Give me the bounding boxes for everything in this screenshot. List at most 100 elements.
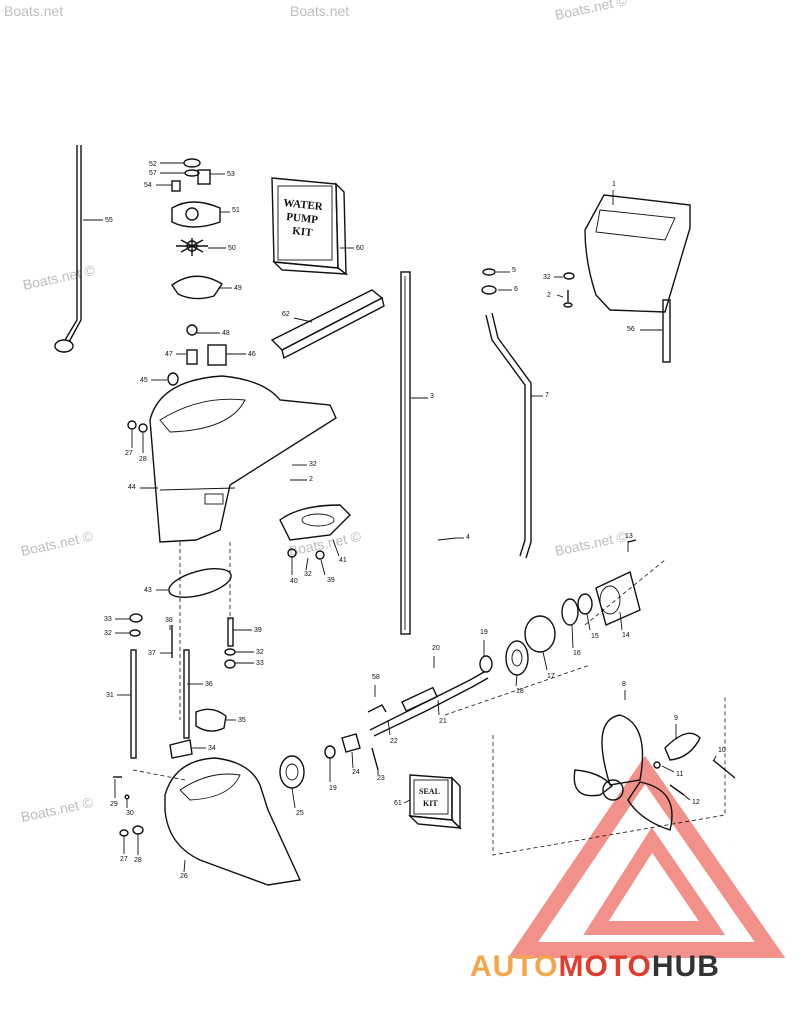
watermark: Boats.net <box>290 3 349 19</box>
callout-number: 58 <box>372 674 380 681</box>
callout-leader <box>387 719 391 736</box>
callout-number: 61 <box>394 800 402 807</box>
callout-number: 35 <box>238 717 246 724</box>
watermark: Boats.net © <box>553 0 629 23</box>
callout-number: 41 <box>339 557 347 564</box>
callout-leader <box>542 651 548 671</box>
callout-number: 27 <box>125 450 133 457</box>
callout-number: 43 <box>144 587 152 594</box>
pinion-gear-group <box>279 733 379 789</box>
callout-number: 62 <box>282 311 290 318</box>
callout-leader <box>586 613 591 631</box>
exhaust-housing-1 <box>563 194 691 363</box>
callout-number: 7 <box>545 392 549 399</box>
callout-number: 33 <box>104 616 112 623</box>
plate-41 <box>279 504 351 560</box>
callout-leader <box>332 539 340 557</box>
watermark: Boats.net © <box>21 262 97 293</box>
callout-leader <box>619 611 623 631</box>
callout-number: 39 <box>327 577 335 584</box>
callout-number: 60 <box>356 245 364 252</box>
callout-leader <box>683 794 691 801</box>
callout-number: 30 <box>126 810 134 817</box>
callout-number: 55 <box>105 217 113 224</box>
callout-number: 53 <box>227 171 235 178</box>
callout-number: 10 <box>718 747 726 754</box>
callout-leader <box>183 859 186 873</box>
callout-number: 12 <box>692 799 700 806</box>
callout-number: 18 <box>516 688 524 695</box>
callout-number: 9 <box>674 715 678 722</box>
callout-number: 27 <box>120 856 128 863</box>
driveshaft-3 <box>400 271 411 635</box>
brand-text: AUTOMOTOHUB <box>470 950 720 983</box>
callout-number: 56 <box>627 326 635 333</box>
callout-number: 11 <box>676 771 683 778</box>
callout-number: 54 <box>144 182 152 189</box>
watermark-layer: Boats.net Boats.net Boats.net © Boats.ne… <box>4 0 629 825</box>
callout-number: 34 <box>208 745 216 752</box>
callout-leader <box>403 799 411 804</box>
callout-number: 32 <box>543 274 551 281</box>
shift-rod-7 <box>481 268 532 559</box>
callout-leader <box>437 699 440 716</box>
callout-number: 32 <box>304 571 312 578</box>
callout-number: 16 <box>573 650 581 657</box>
callout-number: 32 <box>309 461 317 468</box>
logo-triangle-inner <box>583 827 726 935</box>
callout-number: 22 <box>390 738 398 745</box>
watermark: Boats.net © <box>553 528 629 559</box>
callout-number: 50 <box>228 245 236 252</box>
callout-number: 31 <box>106 692 114 699</box>
callout-number: 29 <box>110 801 118 808</box>
callout-number: 47 <box>165 351 173 358</box>
kit-label: PUMP <box>286 211 319 226</box>
kit-label: KIT <box>423 799 438 808</box>
callout-number: 21 <box>439 718 447 725</box>
callout-number: 40 <box>290 578 298 585</box>
callout-number: 24 <box>352 769 360 776</box>
callout-number: 39 <box>254 627 262 634</box>
callout-number: 28 <box>139 456 147 463</box>
callout-number: 25 <box>296 810 304 817</box>
hardware-left <box>113 613 236 837</box>
callout-leader <box>556 294 564 298</box>
seal-kit-box: SEAL KIT <box>408 774 462 830</box>
watermark: Boats.net <box>4 3 63 19</box>
callout-leader <box>320 559 326 576</box>
callout-leader <box>293 317 313 323</box>
water-pump-kit-box: WATER PUMP KIT <box>271 177 349 276</box>
callout-number: 28 <box>134 857 142 864</box>
callout-number: 2 <box>547 292 551 299</box>
propeller-8 <box>573 714 736 831</box>
callout-number: 32 <box>104 630 112 637</box>
callout-number: 49 <box>234 285 242 292</box>
gasket-62 <box>270 289 385 360</box>
logo-triangle-outer <box>507 755 786 958</box>
gasket-43 <box>168 568 232 598</box>
watermark: Boats.net © <box>287 528 363 559</box>
kit-label: WATER <box>283 197 325 213</box>
kit-label: KIT <box>292 225 314 239</box>
callout-leader <box>305 557 309 571</box>
callout-number: 2 <box>309 476 313 483</box>
callout-number: 19 <box>329 785 337 792</box>
callout-number: 37 <box>148 650 156 657</box>
callout-leader <box>571 624 574 649</box>
callout-leader <box>713 755 717 761</box>
callout-number: 48 <box>222 330 230 337</box>
callout-number: 15 <box>591 633 599 640</box>
callout-leader <box>291 787 296 809</box>
callout-number: 5 <box>512 267 516 274</box>
callout-number: 45 <box>140 377 148 384</box>
callout-number: 1 <box>612 181 616 188</box>
callout-number: 14 <box>622 632 630 639</box>
rod-55 <box>54 145 82 353</box>
callout-number: 32 <box>256 649 264 656</box>
kit-label: SEAL <box>419 787 440 796</box>
gear-housing-44 <box>127 375 337 543</box>
callout-number: 3 <box>430 393 434 400</box>
callout-number: 23 <box>377 775 385 782</box>
